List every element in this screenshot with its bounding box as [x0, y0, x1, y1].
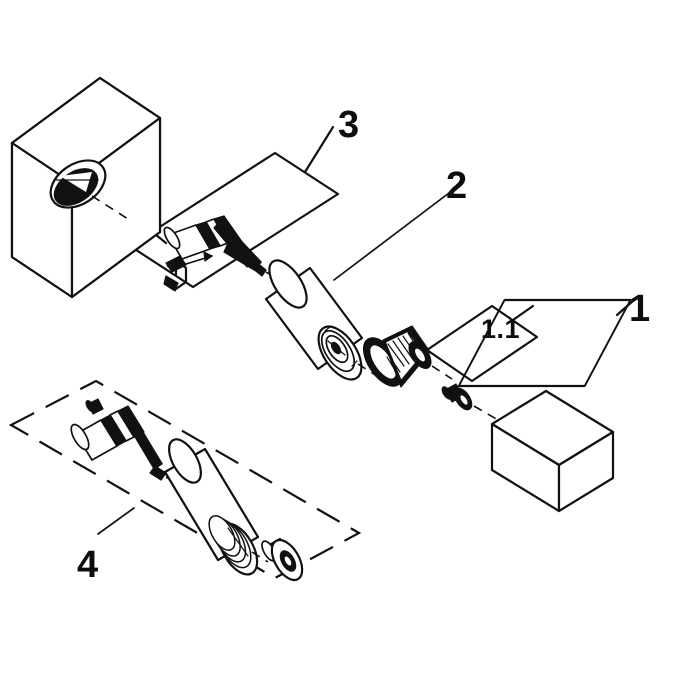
callout-label-3: 3 — [338, 104, 360, 146]
callout-label-2: 2 — [446, 165, 468, 207]
leader-line-4 — [97, 507, 135, 535]
part-grub-screw-with-washer — [441, 383, 499, 421]
part-escutcheon-plate — [10, 76, 162, 299]
callout-label-1-1: 1.1 — [481, 314, 521, 344]
part-valve-cylinder-body — [264, 259, 381, 381]
part-kit-cylinder — [163, 438, 269, 576]
part-splined-gear — [362, 325, 453, 388]
retaining-clip — [163, 255, 188, 292]
part-service-kit-dashed-box — [8, 379, 362, 580]
part-handle-cube — [490, 389, 615, 513]
leader-bracket-1-1 — [425, 304, 539, 383]
part-cartridge-stem-with-clip — [163, 215, 289, 292]
callout-label-1: 1 — [629, 288, 651, 330]
part-kit-cap — [261, 537, 304, 582]
leader-line-2 — [333, 192, 450, 281]
callout-label-4: 4 — [77, 544, 99, 586]
part-kit-stem — [70, 398, 189, 491]
leader-bracket-1 — [457, 298, 636, 388]
